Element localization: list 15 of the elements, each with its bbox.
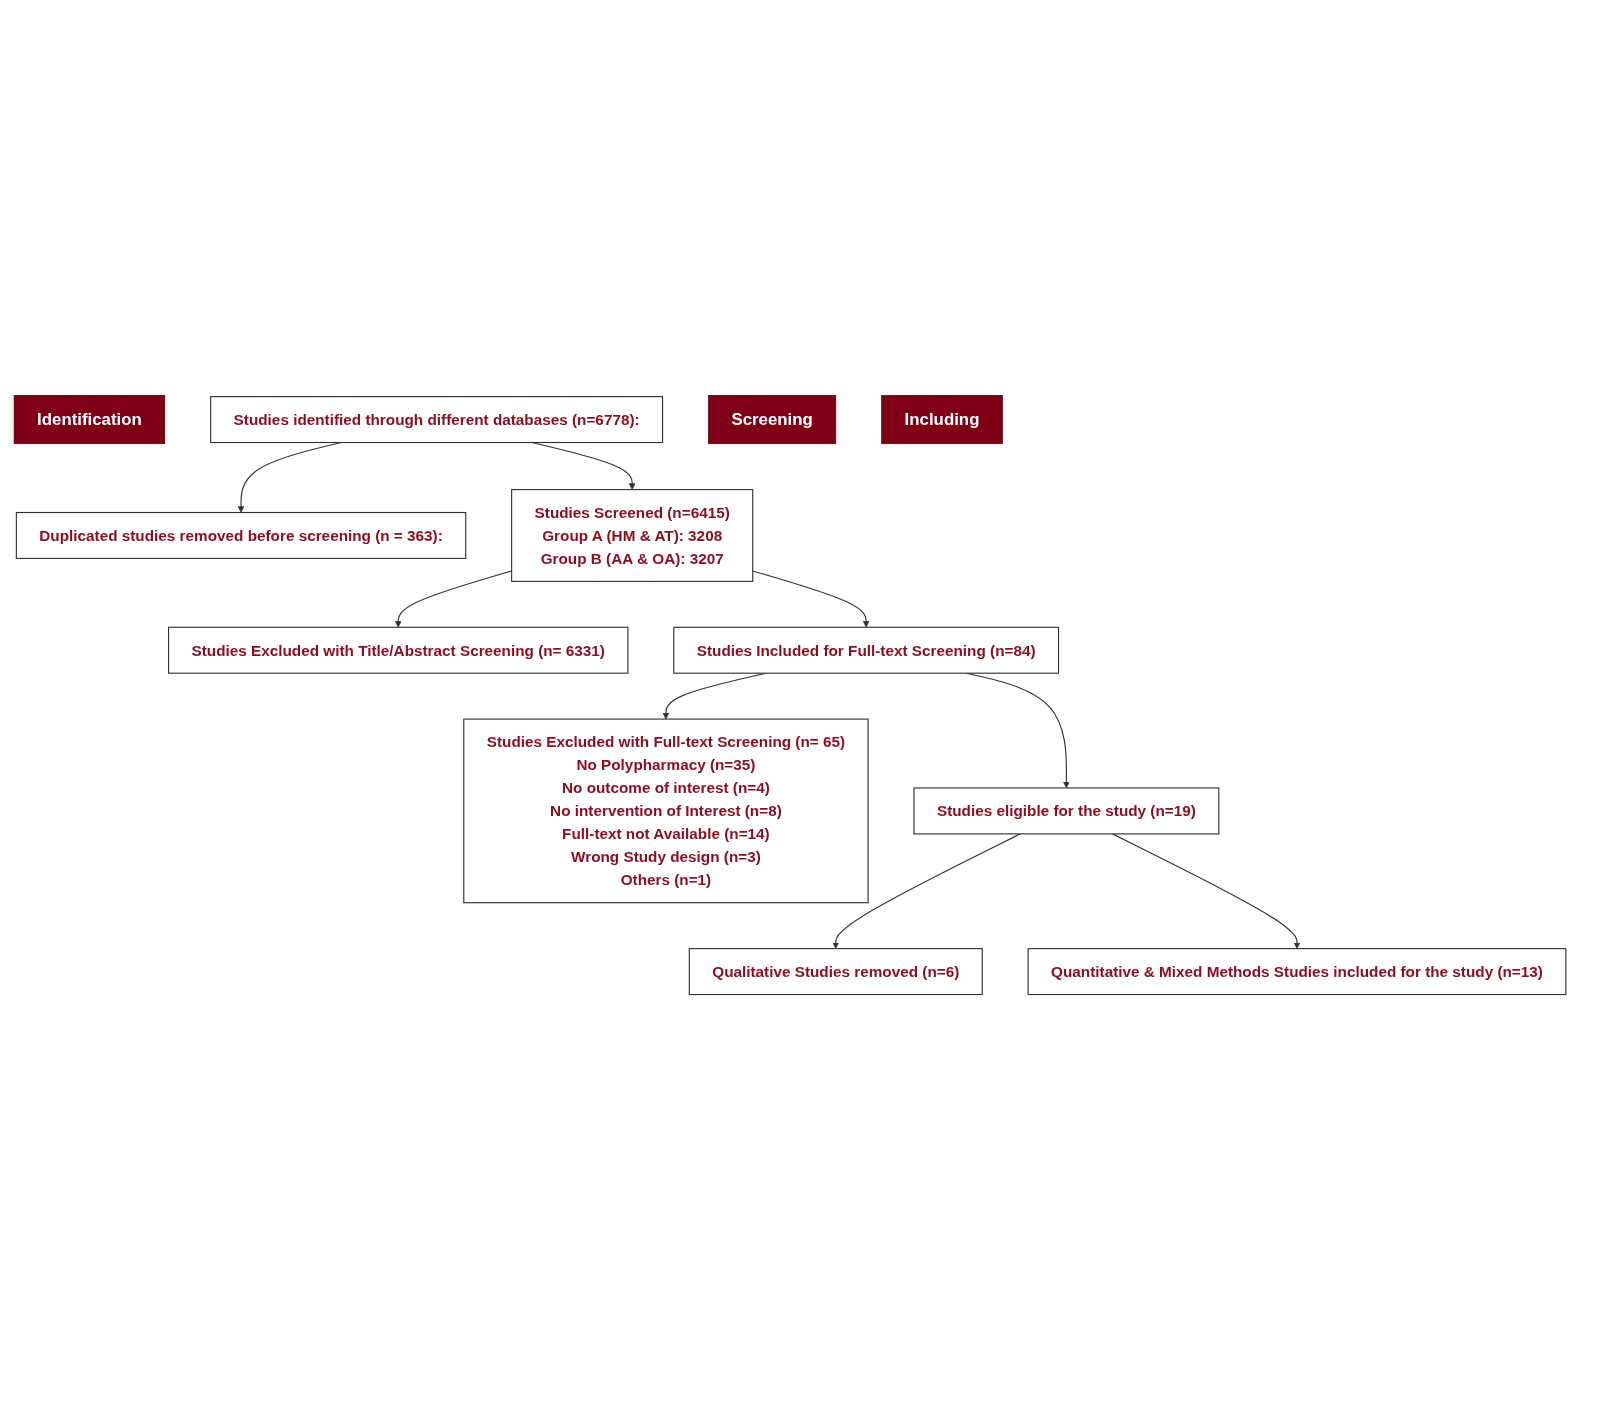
node-box: Qualitative Studies removed (n=6) [688, 948, 983, 996]
node-box: Studies eligible for the study (n=19) [913, 787, 1220, 835]
node-box: Including [881, 395, 1003, 445]
node-box: Studies Excluded with Title/Abstract Screening (n= 6331) [168, 626, 629, 674]
node-box: Studies Screened (n=6415) Group A (HM & AT): 3208 Group B (AA & OA): 3207 [511, 489, 754, 582]
node-box: Quantitative & Mixed Methods Studies included for the study (n=13) [1027, 948, 1567, 996]
arrow [832, 833, 1021, 949]
node-box: Identification [13, 395, 166, 445]
arrow [1111, 833, 1301, 949]
node-box: Studies identified through different databases (n=6778): [210, 396, 664, 444]
node-box: Studies Included for Full-text Screening (n=84) [673, 626, 1060, 674]
node-box: Duplicated studies removed before screening (n = 363): [15, 511, 467, 559]
node-box: Screening [708, 395, 837, 445]
node-box: Studies Excluded with Full-text Screening (n= 65) No Polypharmacy (n=35) No outcome of interest (n=4) No intervention of Interest (n=8) Full-text not Available (n=14) Wrong Study design (n=3) Others (n=1) [463, 718, 869, 904]
arrow [752, 570, 870, 628]
